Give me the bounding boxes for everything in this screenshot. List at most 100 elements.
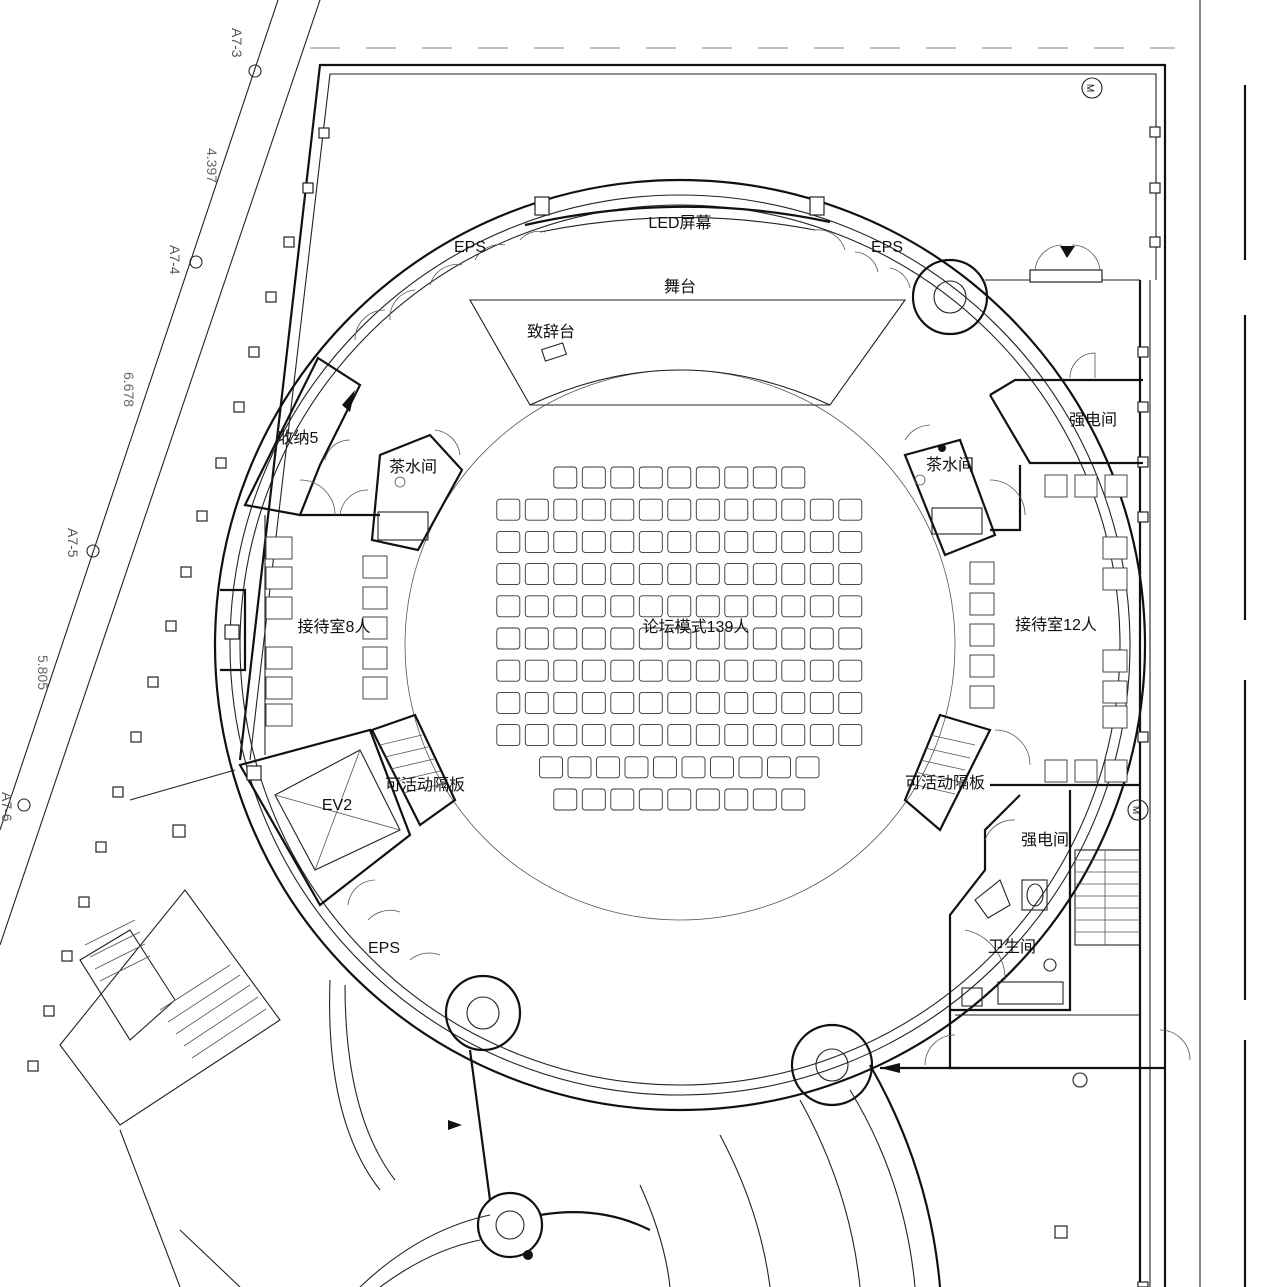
audience-seat: [524, 627, 549, 650]
audience-seat: [496, 691, 521, 714]
audience-seat: [553, 724, 578, 747]
audience-seat: [809, 724, 834, 747]
audience-seat: [496, 724, 521, 747]
audience-seating: [496, 466, 863, 811]
audience-seat: [524, 563, 549, 586]
audience-seat: [695, 595, 720, 618]
audience-seat: [553, 563, 578, 586]
audience-seat: [496, 563, 521, 586]
audience-seat: [610, 498, 635, 521]
room-labels: LED屏幕 舞台 致辞台 EPS EPS 收纳5 茶水间 茶水间 强电间 接待室…: [278, 214, 1117, 957]
audience-seat: [624, 756, 649, 779]
audience-seat: [638, 691, 663, 714]
audience-seat: [553, 466, 578, 489]
elevator-shaft: [238, 728, 412, 907]
meter-label-top: M: [1084, 84, 1095, 92]
audience-seat: [524, 724, 549, 747]
audience-seat: [581, 466, 606, 489]
audience-seat: [781, 788, 806, 811]
axis-label-a7-4: A7-4: [167, 245, 183, 275]
audience-seat: [724, 659, 749, 682]
audience-seat: [809, 627, 834, 650]
audience-seat: [610, 659, 635, 682]
audience-seat: [581, 659, 606, 682]
audience-seat: [767, 756, 791, 779]
label-stage: 舞台: [664, 278, 696, 296]
audience-seat: [724, 595, 749, 618]
meter-symbol-mid: M: [1127, 799, 1149, 821]
audience-seat: [695, 691, 720, 714]
audience-seat: [581, 563, 606, 586]
audience-seat: [695, 466, 720, 489]
audience-seat: [809, 498, 834, 521]
audience-seat: [524, 498, 549, 521]
audience-seat: [724, 498, 749, 521]
audience-seat: [553, 659, 578, 682]
audience-seat: [581, 691, 606, 714]
audience-seat: [496, 498, 521, 521]
audience-seat: [695, 563, 720, 586]
label-tea-right: 茶水间: [926, 456, 974, 474]
column-bottom-right: [790, 1023, 874, 1107]
audience-seat: [724, 627, 749, 650]
audience-seat: [496, 595, 521, 618]
audience-seat: [695, 627, 720, 650]
audience-seat: [809, 563, 834, 586]
audience-seat: [638, 627, 663, 650]
audience-seat: [838, 498, 863, 521]
meter-label-mid: M: [1130, 806, 1141, 814]
label-eps-bottom: EPS: [368, 940, 400, 957]
audience-seat: [667, 595, 692, 618]
audience-seat: [752, 724, 777, 747]
audience-seat: [581, 498, 606, 521]
audience-seat: [838, 724, 863, 747]
tea-room-right: [903, 424, 997, 557]
audience-seat: [724, 530, 749, 553]
audience-seat: [553, 691, 578, 714]
audience-seat: [553, 788, 578, 811]
label-reception-right: 接待室12人: [1015, 616, 1097, 634]
audience-seat: [695, 724, 720, 747]
label-toilet: 卫生间: [988, 938, 1036, 956]
audience-seat: [567, 756, 592, 779]
audience-seat: [524, 691, 549, 714]
audience-seat: [781, 498, 806, 521]
audience-seat: [610, 724, 635, 747]
audience-seat: [581, 788, 606, 811]
partition-left: [370, 713, 457, 827]
audience-seat: [724, 563, 749, 586]
audience-seat: [695, 788, 720, 811]
audience-seat: [838, 659, 863, 682]
audience-seat: [581, 530, 606, 553]
audience-seat: [838, 691, 863, 714]
audience-seat: [752, 466, 777, 489]
audience-seat: [738, 756, 763, 779]
audience-seat: [752, 595, 777, 618]
doors-top-right: [814, 229, 911, 289]
audience-seat: [781, 659, 806, 682]
audience-seat: [838, 530, 863, 553]
audience-seat: [667, 530, 692, 553]
audience-seat: [809, 530, 834, 553]
audience-seat: [610, 788, 635, 811]
audience-seat: [667, 498, 692, 521]
audience-seat: [781, 563, 806, 586]
column-bottom-center: [476, 1191, 544, 1260]
audience-seat: [524, 530, 549, 553]
site-boundary: [0, 0, 1247, 1287]
audience-seat: [781, 530, 806, 553]
label-electric-bottom: 强电间: [1021, 831, 1069, 849]
label-storage: 收纳5: [278, 429, 319, 447]
audience-seat: [667, 724, 692, 747]
audience-seat: [795, 756, 820, 779]
audience-seat: [695, 498, 720, 521]
audience-seat: [752, 659, 777, 682]
audience-seat: [724, 691, 749, 714]
dimension-label-1: 4.397: [204, 148, 220, 183]
audience-seat: [638, 724, 663, 747]
audience-seat: [695, 530, 720, 553]
label-led-screen: LED屏幕: [648, 214, 711, 232]
electric-room-top: [985, 244, 1143, 465]
lower-curved-walls: [329, 979, 960, 1287]
audience-seat: [667, 788, 692, 811]
